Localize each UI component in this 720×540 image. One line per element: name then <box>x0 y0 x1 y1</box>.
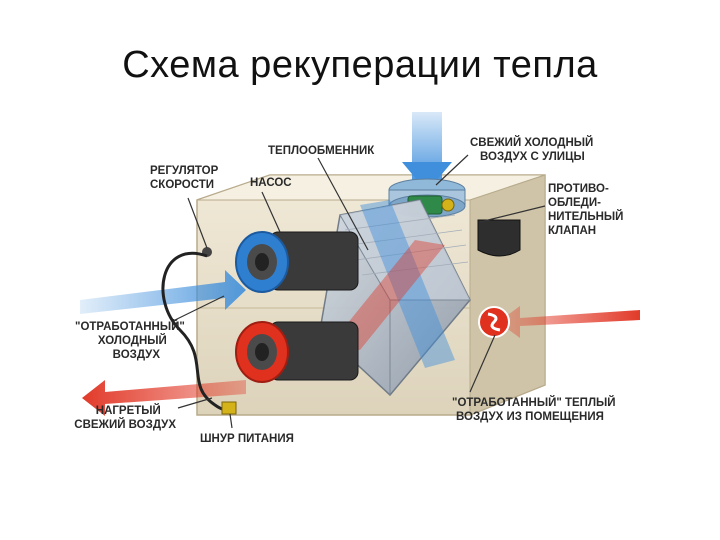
label-power-cord: ШНУР ПИТАНИЯ <box>200 433 294 445</box>
leader-lines <box>174 154 546 429</box>
label-heat-exchanger: ТЕПЛООБМЕННИК <box>268 145 375 157</box>
label-exhaust-warm-air: "ОТРАБОТАННЫЙ" ТЕПЛЫЙ ВОЗДУХ ИЗ ПОМЕЩЕНИ… <box>452 396 619 423</box>
exhaust-fan <box>235 321 359 383</box>
power-cord <box>161 252 237 415</box>
label-anti-icing-valve: ПРОТИВО- ОБЛЕДИ- НИТЕЛЬНЫЙ КЛАПАН <box>548 183 627 237</box>
supply-fan <box>235 231 359 293</box>
heated-fresh-air-arrow <box>82 380 246 416</box>
slide-title: Схема рекуперации тепла <box>122 44 598 86</box>
label-pump: НАСОС <box>250 177 292 189</box>
label-fresh-cold-air: СВЕЖИЙ ХОЛОДНЫЙ ВОЗДУХ С УЛИЦЫ <box>470 136 597 163</box>
warm-flow-path <box>330 240 445 350</box>
exhaust-warm-air-arrow <box>478 306 640 338</box>
label-exhaust-cold-air: "ОТРАБОТАННЫЙ" ХОЛОДНЫЙ ВОЗДУХ <box>75 320 188 361</box>
label-heated-fresh-air: НАГРЕТЫЙ СВЕЖИЙ ВОЗДУХ <box>74 404 176 431</box>
label-speed-regulator: РЕГУЛЯТОР СКОРОСТИ <box>150 165 221 191</box>
cold-flow-path <box>360 200 455 368</box>
